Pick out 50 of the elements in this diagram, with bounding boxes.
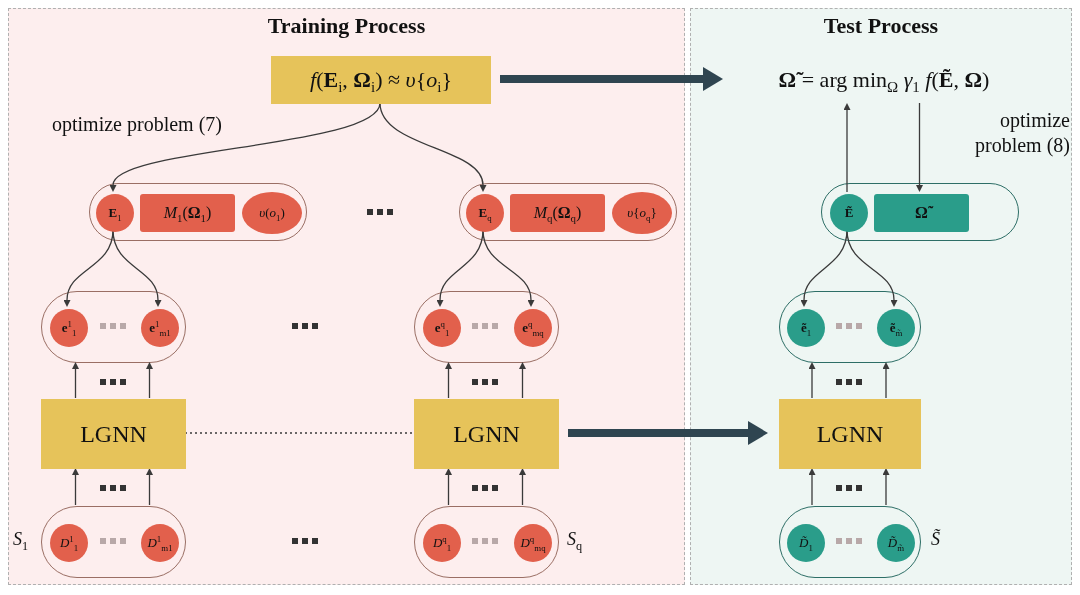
arrow (112, 229, 162, 307)
arrow (379, 102, 487, 192)
connector-line (184, 432, 414, 434)
panel-title: Training Process (266, 13, 427, 39)
variable-circle: E$_{q}$ (466, 194, 504, 232)
annotation-text: optimize problem (7) (52, 112, 223, 137)
arrow (519, 362, 526, 399)
parameter-box: M$_{1}$(Ω$_{1}$) (140, 194, 235, 232)
arrow (72, 362, 79, 399)
lgnn-block: LGNN (414, 399, 559, 469)
variable-circle: ẽ$_{m̃}$ (877, 309, 915, 347)
process-panel (690, 8, 1072, 585)
lgnn-block: LGNN (41, 399, 186, 469)
arrow (882, 362, 890, 399)
arrow (436, 229, 484, 307)
arrow (445, 468, 452, 506)
parameter-box: Ω̃ (874, 194, 969, 232)
thick-arrow (500, 69, 723, 89)
arrow (63, 229, 114, 307)
variable-circle: E$_{1}$ (96, 194, 134, 232)
panel-title: Test Process (822, 13, 940, 39)
variable-circle: υ{o$_{q}$} (612, 192, 672, 234)
arrow (808, 362, 816, 399)
annotation-text: optimize problem (8) (974, 108, 1070, 158)
arrow (916, 102, 923, 192)
arrow (808, 468, 816, 506)
arrow (109, 102, 381, 191)
formula-box: f(E$_{i}$, Ω$_{i}$) ≈ υ{o$_{i}$} (271, 56, 491, 104)
arrow (146, 362, 153, 399)
arrow (846, 229, 898, 307)
set-label: S$_{1}$ (13, 529, 29, 550)
arrow (146, 468, 153, 506)
thick-arrow (568, 423, 768, 443)
arrow (72, 468, 79, 506)
process-panel (8, 8, 685, 585)
variable-circle: D̃$_{1}$ (787, 524, 825, 562)
formula-text: Ω̃ = arg min$_{Ω}$ γ$_{1}$ f(Ẽ, Ω) (734, 56, 1034, 104)
arrow (482, 229, 535, 307)
variable-circle: ẽ$_{1}$ (787, 309, 825, 347)
set-label: S̃ (931, 529, 940, 550)
variable-circle: Ẽ (830, 194, 868, 232)
arrow (882, 468, 890, 506)
arrow (519, 468, 526, 506)
lgnn-block: LGNN (779, 399, 921, 469)
variable-circle: υ(o$_{1}$) (242, 192, 302, 234)
arrow (843, 103, 851, 193)
arrow (445, 362, 452, 399)
variable-circle: D̃$_{m̃}$ (877, 524, 915, 562)
parameter-box: M$_{q}$(Ω$_{q}$) (510, 194, 605, 232)
arrow (800, 229, 848, 307)
